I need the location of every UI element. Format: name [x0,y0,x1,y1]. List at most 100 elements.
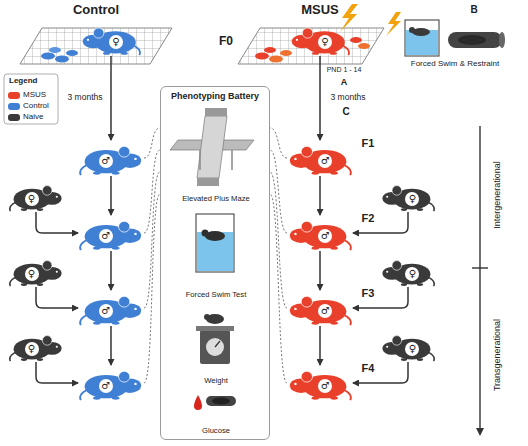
sex-symbol: ♀ [318,35,332,49]
drawing-part [448,32,502,48]
drawing-part [37,208,43,211]
generation-label: F2 [361,212,376,225]
drawing-part [358,43,370,49]
dotted-link [144,194,160,383]
drawing-part [340,4,358,32]
sex-symbol: ♀ [109,35,123,49]
drawing-part [42,336,52,346]
span-label: Transgenerational [492,318,502,392]
drawing-part [294,158,296,160]
drawing-part [21,358,27,361]
dotted-link [144,150,160,233]
mouse-figure: ♀ [8,330,64,362]
drawing-part [205,108,227,116]
legend-text: Naive [23,112,43,121]
drawing-part [312,397,320,400]
span-label: Intergenerational [492,160,502,230]
drawing-part [80,371,141,400]
mouse-figure: ♂ [287,140,353,176]
drawing-part [200,330,230,364]
drawing-part [330,172,338,175]
drawing-part [80,146,141,175]
drawing-part [386,12,401,36]
mouse-figure: ♂ [78,215,144,251]
mouse-figure: ♀ [380,180,436,212]
sex-symbol: ♂ [99,154,113,168]
drawing-part [56,346,58,348]
drawing-part [93,247,101,250]
sex-symbol: ♀ [405,267,419,281]
drawing-part [429,277,434,286]
drawing-part [93,172,101,175]
panel-letter: C [341,106,350,118]
lineage-arrow [110,56,112,140]
drawing-part [121,52,128,55]
drawing-part [386,346,388,348]
drawing-part [112,247,120,250]
drawing-part [301,221,312,232]
drawing-part [301,371,312,382]
drawing-part [112,322,120,325]
drawing-part [292,28,349,55]
drawing-part [10,352,15,361]
drawing-part [56,271,58,273]
drawing-part [80,165,86,175]
sex-symbol: ♀ [405,342,419,356]
drawing-part [345,165,351,175]
drawing-part [42,261,52,271]
procedure-label: Forced Swim & Restraint [410,59,500,68]
drawing-part [382,261,434,287]
drawing-part [345,240,351,250]
drawing-part [350,37,362,43]
drawing-part [330,52,337,55]
drawing-part [56,196,58,198]
test-name: Forced Swim Test [165,290,267,299]
drawing-part [330,397,338,400]
sex-symbol: ♂ [99,304,113,318]
mouse-figure: ♀ [380,330,436,362]
interval-label: 3 months [330,93,367,103]
sex-symbol: ♂ [318,229,332,243]
generation-axis [472,126,488,434]
drawing-part [37,358,43,361]
drawing-part [294,308,296,310]
drawing-part [280,50,292,56]
drawing-part [429,202,434,211]
drawing-part [42,186,52,196]
drawing-part [401,358,407,361]
legend-title: Legend [8,76,38,85]
drawing-part [206,396,236,406]
generation-label: F1 [361,137,376,150]
drawing-part [345,390,351,400]
legend-swatch [8,92,20,99]
generation-label: F4 [361,362,376,375]
mouse-figure: ♂ [287,215,353,251]
drawing-part [20,28,172,64]
drawing-part [134,46,140,55]
drawing-part [80,296,141,325]
battery-panel: Phenotyping BatteryElevated Plus MazeFor… [160,86,270,440]
drawing-part [290,371,351,400]
drawing-part [294,233,296,235]
dotted-link [270,128,287,158]
lineage-arrow [110,176,112,215]
drawing-part [194,395,202,410]
generation-label: F3 [361,287,376,300]
lineage-arrow [36,212,78,233]
drawing-part [10,261,62,287]
drawing-part [134,158,136,160]
drawing-part [41,53,55,60]
drawing-part [134,308,136,310]
sex-symbol: ♂ [318,304,332,318]
lineage-arrow [110,251,112,290]
legend-swatch [8,103,20,110]
drawing-part [296,39,298,41]
drawing-part [392,261,402,271]
drawing-part [21,208,27,211]
msus-cage [238,28,384,64]
drawing-part [472,267,488,268]
test-item: Forced Swim Test [165,209,267,301]
drawing-part [290,146,351,175]
lineage-arrow [36,362,78,383]
drawing-part [119,296,130,307]
